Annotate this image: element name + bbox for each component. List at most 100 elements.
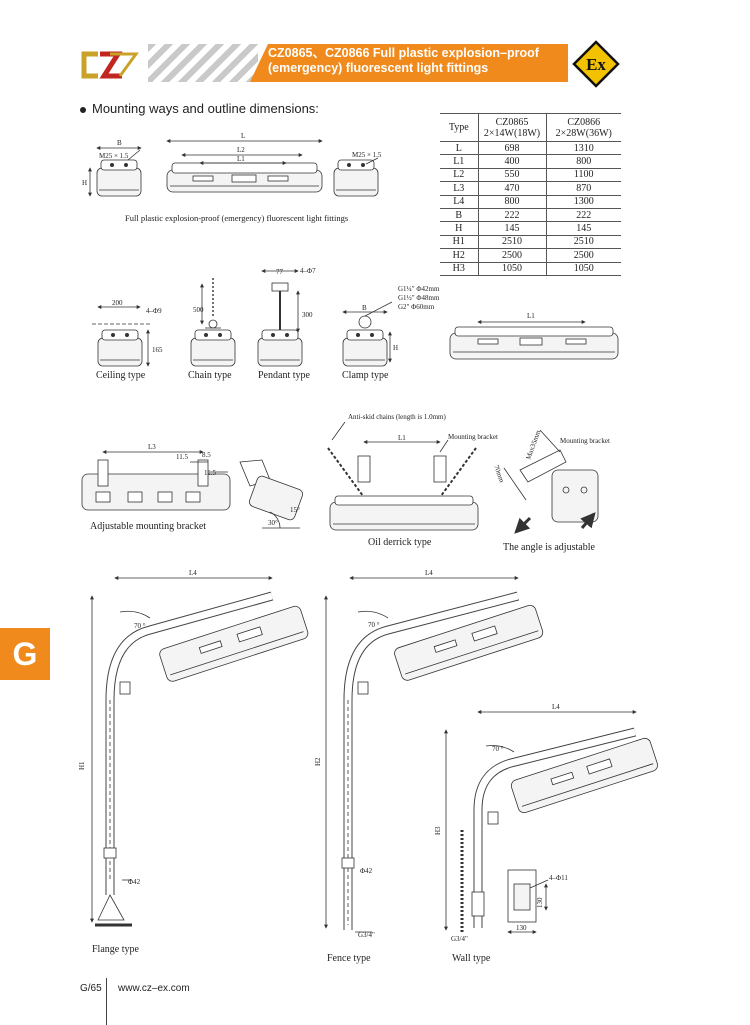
model-spec-2: 2×28W(36W) <box>555 127 612 139</box>
header-hatch-decoration <box>148 44 258 82</box>
wall-dim-130b: 130 <box>516 924 527 932</box>
footer-divider <box>106 978 107 1025</box>
value-cell: 1050 <box>477 261 546 276</box>
side-view <box>166 139 323 193</box>
ceiling-dim-height: 165 <box>152 346 163 354</box>
ceiling-dim-width: 200 <box>112 299 123 307</box>
fence-caption: Fence type <box>327 953 371 964</box>
dim-L1-outline: L1 <box>237 155 245 163</box>
flange-dim-L4: L4 <box>189 569 197 577</box>
bracket-angle-drawing <box>239 459 304 529</box>
bracket-dim-8-5: 8.5 <box>202 451 211 459</box>
end-view-right <box>333 157 379 197</box>
flange-dim-H1: H1 <box>78 761 86 770</box>
type-header: Type <box>440 113 478 142</box>
wall-caption: Wall type <box>452 953 491 964</box>
end-view-left <box>88 146 142 197</box>
clamp-pipe-2: G1½" Φ48mm <box>398 294 440 302</box>
pendant-dim-offset: 77 <box>276 268 284 276</box>
ex-label: Ex <box>586 55 606 74</box>
fence-thread: G3/4" <box>358 931 375 939</box>
ex-warning-icon: Ex <box>572 40 620 88</box>
pendant-dim-holes: 4–Φ7 <box>300 267 316 275</box>
model-spec-1: 2×14W(18W) <box>483 127 541 139</box>
clamp-type-drawing <box>342 301 393 367</box>
thread-left: M25 × 1.5 <box>99 152 129 160</box>
model-name-2: CZ0866 <box>567 116 601 128</box>
wall-dim-holes: 4–Φ11 <box>549 874 568 882</box>
flange-caption: Flange type <box>92 944 139 955</box>
oil-derrick-drawing <box>327 421 479 531</box>
wall-thread: G3/4" <box>451 935 468 943</box>
derrick-caption: Oil derrick type <box>368 537 432 548</box>
fence-dim-L4: L4 <box>425 569 433 577</box>
bracket-angle-15: 15° <box>290 506 300 514</box>
pendant-type-drawing <box>257 269 303 367</box>
title-banner <box>250 44 568 82</box>
chain-type-drawing <box>190 278 236 367</box>
angle-bracket-note: Mounting bracket <box>560 437 610 445</box>
param-cell: H3 <box>440 261 478 276</box>
dim-B-outline: B <box>117 139 122 147</box>
chain-dim-length: 500 <box>193 306 204 314</box>
wall-dim-130a: 130 <box>536 897 544 908</box>
dim-H-outline: H <box>82 179 87 187</box>
clamp-caption: Clamp type <box>342 370 389 381</box>
wall-dim-L4: L4 <box>552 703 560 711</box>
flange-pole-drawing <box>90 576 309 927</box>
long-dim-L1: L1 <box>527 312 535 320</box>
bracket-dim-11-5a: 11.5 <box>176 453 188 461</box>
fence-dim-H2: H2 <box>314 757 322 766</box>
angle-dim-max: Max35mm <box>524 429 542 461</box>
clamp-dim-B: B <box>362 304 367 312</box>
bracket-dim-L3: L3 <box>148 443 156 451</box>
ceiling-type-drawing <box>92 305 150 367</box>
title-line-2: (emergency) fluorescent light fittings <box>268 61 489 75</box>
bracket-caption: Adjustable mounting bracket <box>90 521 206 532</box>
bracket-angle-30: 30° <box>268 519 278 527</box>
wall-pole-drawing <box>444 710 658 934</box>
clamp-dim-H: H <box>393 344 398 352</box>
long-side-view <box>449 320 619 360</box>
section-heading: Mounting ways and outline dimensions: <box>80 101 319 116</box>
cz-logo <box>81 51 139 79</box>
pendant-dim-length: 300 <box>302 311 313 319</box>
section-tab: G <box>0 628 50 680</box>
bullet-icon <box>80 106 86 113</box>
flange-angle: 70 ° <box>134 622 146 630</box>
thread-right: M25 × 1.5 <box>352 151 382 159</box>
fence-angle: 70 ° <box>368 621 380 629</box>
title-line-1: CZ0865、CZ0866 Full plastic explosion–pro… <box>268 46 539 60</box>
page-title: CZ0865、CZ0866 Full plastic explosion–pro… <box>268 46 568 76</box>
clamp-pipe-3: G2" Φ60mm <box>398 303 435 311</box>
dim-L-outline: L <box>241 132 245 140</box>
page-header: CZ0865、CZ0866 Full plastic explosion–pro… <box>0 0 750 100</box>
flange-pipe: Φ42 <box>128 878 141 886</box>
outline-caption: Full plastic explosion-proof (emergency)… <box>125 213 348 223</box>
angle-adjust-drawing <box>503 429 599 534</box>
fence-pole-drawing <box>324 576 544 933</box>
value-cell: 1050 <box>545 261 621 276</box>
chain-note: Anti-skid chains (length is 1.0mm) <box>348 413 446 421</box>
dim-L2-outline: L2 <box>237 146 245 154</box>
bracket-dim-11-5b: 11.5 <box>204 469 216 477</box>
ceiling-caption: Ceiling type <box>96 370 146 381</box>
footer-url: www.cz–ex.com <box>118 983 190 994</box>
chain-caption: Chain type <box>188 370 232 381</box>
derrick-dim-L1: L1 <box>398 434 406 442</box>
angle-caption: The angle is adjustable <box>503 542 595 553</box>
page-number: G/65 <box>80 983 102 994</box>
wall-dim-H3: H3 <box>434 826 442 835</box>
wall-angle: 70 ° <box>492 745 504 753</box>
section-heading-text: Mounting ways and outline dimensions: <box>92 101 319 116</box>
fence-pipe: Φ42 <box>360 867 373 875</box>
